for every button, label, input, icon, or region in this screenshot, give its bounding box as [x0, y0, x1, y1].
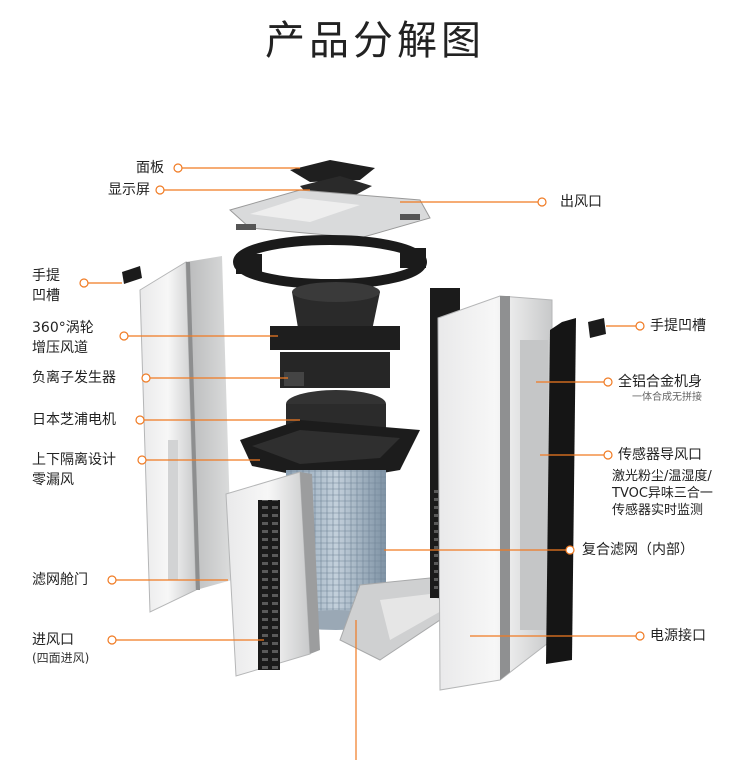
label-isolation-2: 零漏风: [32, 472, 74, 488]
page-title: 产品分解图: [265, 18, 485, 64]
label-sensor-desc-1: 激光粉尘/温湿度/: [612, 469, 712, 484]
label-turbo-1: 360°涡轮: [32, 320, 94, 336]
label-handle-right: 手提凹槽: [650, 318, 706, 334]
isolation-plate-part: [240, 420, 420, 482]
label-sensor-desc-2: TVOC异味三合一: [612, 486, 713, 501]
label-handle-left-2: 凹槽: [32, 288, 60, 304]
top-panel-part: [290, 160, 375, 182]
label-filter-door: 滤网舱门: [32, 572, 88, 588]
left-alloy-panel: [139, 256, 232, 613]
label-handle-left-1: 手提: [32, 268, 60, 284]
side-strip-part: [546, 318, 576, 664]
turbo-duct-part: [270, 282, 400, 350]
base-part: [339, 577, 471, 661]
label-sensor-vent: 传感器导风口: [618, 447, 702, 463]
label-motor: 日本芝浦电机: [32, 412, 116, 428]
label-panel: 面板: [136, 160, 164, 176]
filter-door-part: [225, 471, 320, 677]
air-outlet-part: [228, 189, 431, 239]
label-air-inlet-sub: (四面进风): [32, 651, 90, 665]
label-turbo-2: 增压风道: [32, 340, 88, 356]
anion-generator-part: [280, 352, 390, 388]
handle-right-part: [588, 318, 606, 338]
handle-left-part: [122, 266, 142, 284]
label-power-port: 电源接口: [650, 628, 706, 644]
label-alloy-body: 全铝合金机身: [618, 374, 702, 390]
right-alloy-panel: [437, 295, 553, 691]
label-composite-filter: 复合滤网（内部）: [582, 542, 694, 558]
label-air-inlet: 进风口: [32, 632, 74, 648]
label-alloy-body-sub: 一体合成无拼接: [632, 392, 702, 403]
label-anion: 负离子发生器: [32, 370, 116, 386]
bracket-ring-part: [233, 235, 427, 289]
label-display: 显示屏: [108, 182, 150, 198]
label-air-outlet: 出风口: [560, 194, 602, 210]
label-sensor-desc-3: 传感器实时监测: [612, 503, 704, 518]
label-isolation-1: 上下隔离设计: [32, 452, 116, 468]
